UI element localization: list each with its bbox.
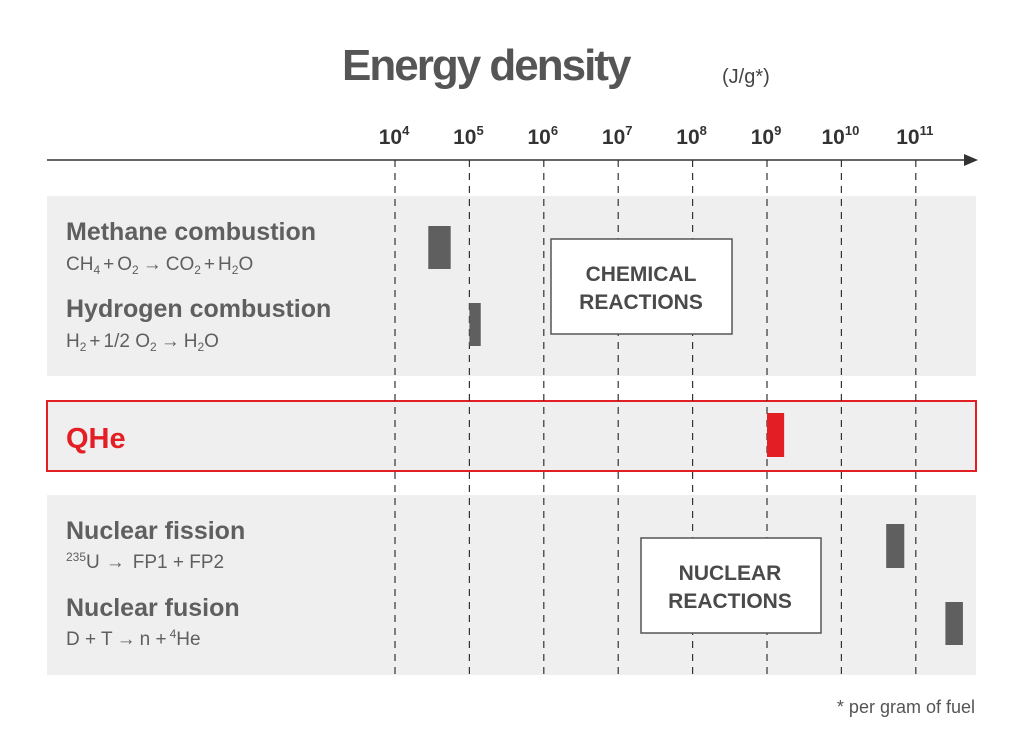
- bar-qhe: [767, 413, 785, 457]
- tick-label: 105: [453, 123, 484, 149]
- tick-label: 106: [528, 123, 559, 149]
- fission-label: Nuclear fission: [66, 517, 245, 545]
- fusion-label: Nuclear fusion: [66, 594, 240, 622]
- hydrogen-formula: H2+1/2 O2→H2O: [66, 331, 219, 354]
- bar-nuclear-fusion: [945, 602, 963, 645]
- bar-methane-combustion: [428, 226, 451, 269]
- tick-label: 1010: [821, 123, 859, 149]
- tick-label: 104: [379, 123, 410, 149]
- unit-label: (J/g*): [722, 66, 770, 88]
- tick-labels: 104 105 106 107 108 109 1010 1011: [379, 123, 934, 149]
- nuclear-label-line2: REACTIONS: [668, 590, 792, 613]
- fusion-formula: D + T→n +4He: [66, 627, 201, 650]
- chemical-label-line2: REACTIONS: [579, 291, 703, 314]
- tick-label: 107: [602, 123, 633, 149]
- bar-nuclear-fission: [886, 524, 905, 568]
- tick-label: 109: [751, 123, 782, 149]
- footnote: * per gram of fuel: [837, 697, 975, 717]
- hydrogen-label: Hydrogen combustion: [66, 295, 331, 323]
- tick-label: 1011: [896, 123, 933, 149]
- methane-label: Methane combustion: [66, 218, 316, 246]
- chemical-panel: [47, 196, 976, 376]
- qhe-panel: [46, 400, 977, 472]
- methane-formula: CH4+O2→CO2+H2O: [66, 254, 253, 277]
- chemical-label-line1: CHEMICAL: [586, 263, 697, 286]
- fission-formula: 235U→FP1 + FP2: [66, 550, 224, 573]
- tick-label: 108: [676, 123, 707, 149]
- bar-hydrogen-combustion: [469, 303, 481, 346]
- chemical-reactions-box: CHEMICAL REACTIONS: [550, 238, 733, 335]
- axis-arrow-icon: [964, 154, 978, 166]
- chart-title: Energy density: [342, 41, 632, 90]
- qhe-label: QHe: [66, 423, 126, 455]
- data-bars: [428, 226, 963, 645]
- nuclear-label-line1: NUCLEAR: [679, 562, 782, 585]
- nuclear-reactions-box: NUCLEAR REACTIONS: [640, 537, 822, 634]
